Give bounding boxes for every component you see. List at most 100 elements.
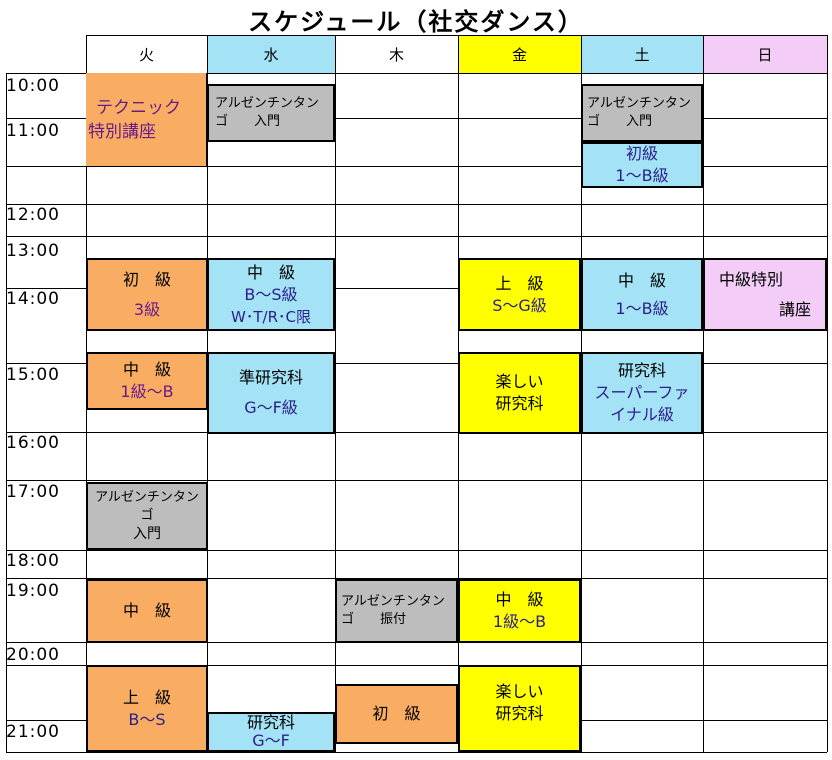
class-block-wed-intermediate[interactable]: 中 級 B～S級 W･T/R･C限 — [207, 258, 335, 331]
class-level: 入門 — [133, 526, 161, 542]
class-level: G～F — [252, 731, 290, 750]
grid-line — [6, 550, 827, 551]
grid-line — [6, 118, 827, 119]
class-name: 準研究科 — [238, 368, 303, 387]
class-level: B～S級 — [244, 284, 298, 304]
class-name: 中 級 — [122, 360, 171, 379]
class-name: 初 級 — [372, 704, 421, 723]
time-label: 15:00 — [6, 365, 60, 385]
time-label: 17:00 — [6, 482, 60, 502]
grid-line — [335, 35, 336, 752]
class-name: 上 級 — [495, 273, 544, 293]
class-level: 1～B級 — [615, 166, 669, 185]
class-block-tue-beginner[interactable]: 初 級 3級 — [86, 258, 208, 331]
class-level: スーパーファ — [594, 383, 690, 402]
class-name: 中級特別 — [719, 269, 784, 289]
class-name: 特別講座 — [88, 121, 156, 142]
grid-line — [6, 204, 827, 205]
time-label: 21:00 — [6, 722, 60, 742]
day-header-wed: 水 — [207, 35, 335, 73]
class-level: ゴ 入門 — [215, 114, 281, 129]
time-label: 10:00 — [6, 76, 60, 96]
class-block-sun-special[interactable]: 中級特別 講座 — [703, 258, 827, 331]
class-level: ゴ 振付 — [341, 612, 407, 627]
grid-line — [6, 578, 827, 579]
class-name: 中 級 — [122, 601, 171, 620]
class-block-thu-beginner[interactable]: 初 級 — [335, 684, 458, 744]
grid-line — [6, 166, 827, 167]
class-name: アルゼンチンタン — [587, 96, 691, 111]
grid-line — [6, 752, 827, 753]
class-name: 中 級 — [495, 590, 544, 609]
class-name: 研究科 — [246, 713, 295, 732]
class-block-wed-pre-research[interactable]: 準研究科 G～F級 — [207, 352, 335, 434]
time-label: 16:00 — [6, 433, 60, 453]
class-name: アルゼンチンタン — [341, 594, 445, 609]
class-name: 研究科 — [617, 361, 666, 380]
class-name: 研究科 — [495, 394, 544, 413]
class-name: 初級 — [625, 144, 658, 163]
grid-line — [86, 35, 827, 36]
class-block-tue-tango[interactable]: アルゼンチンタン ゴ 入門 — [86, 482, 208, 550]
grid-line — [6, 236, 827, 237]
class-note: W･T/R･C限 — [231, 307, 311, 326]
class-block-tue-advanced[interactable]: 上 級 B～S — [86, 665, 208, 752]
time-label: 19:00 — [6, 581, 60, 601]
class-name: テクニック — [96, 97, 181, 118]
class-block-fri-advanced[interactable]: 上 級 S～G級 — [458, 258, 581, 331]
grid-line — [6, 73, 7, 752]
class-block-sat-beginner[interactable]: 初級 1～B級 — [581, 142, 703, 188]
time-label: 20:00 — [6, 645, 60, 665]
grid-line — [6, 432, 827, 433]
class-block-sat-tango[interactable]: アルゼンチンタン ゴ 入門 — [581, 84, 703, 142]
class-block-wed-tango[interactable]: アルゼンチンタン ゴ 入門 — [207, 84, 335, 142]
class-block-fri-fun-research[interactable]: 楽しい 研究科 — [458, 352, 581, 434]
class-block-thu-tango[interactable]: アルゼンチンタン ゴ 振付 — [335, 579, 458, 643]
class-block-sat-intermediate[interactable]: 中 級 1～B級 — [581, 258, 703, 331]
class-block-fri-fun-research-2[interactable]: 楽しい 研究科 — [458, 665, 581, 752]
class-block-tue-intermediate-1b[interactable]: 中 級 1級～B — [86, 352, 208, 410]
class-level: S～G級 — [492, 295, 547, 315]
grid-line — [6, 73, 827, 74]
class-level: イナル級 — [610, 405, 674, 424]
time-label: 11:00 — [6, 121, 60, 141]
class-block-sat-research[interactable]: 研究科 スーパーファ イナル級 — [581, 352, 703, 434]
class-block-tue-intermediate[interactable]: 中 級 — [86, 579, 208, 643]
class-block-fri-intermediate[interactable]: 中 級 1級～B — [458, 579, 581, 643]
time-label: 14:00 — [6, 289, 60, 309]
page-title: スケジュール（社交ダンス） — [248, 8, 584, 36]
class-level: 1～B級 — [615, 298, 669, 318]
class-level: G～F級 — [244, 398, 298, 417]
class-level: 1級～B — [120, 382, 174, 401]
class-name: 中 級 — [617, 270, 666, 290]
class-name: 講座 — [778, 299, 811, 319]
class-name: アルゼンチンタン — [215, 96, 319, 111]
class-name: 中 級 — [246, 262, 295, 282]
day-header-thu: 木 — [388, 45, 404, 64]
class-level: ゴ 入門 — [587, 114, 653, 129]
class-block-wed-research[interactable]: 研究科 G～F — [207, 712, 335, 752]
class-name: 初 級 — [122, 269, 171, 289]
class-name: 楽しい — [495, 682, 544, 701]
class-level: B～S — [128, 709, 166, 729]
grid-line — [827, 35, 828, 752]
class-name: アルゼンチンタン — [95, 490, 199, 505]
time-label: 12:00 — [6, 205, 60, 225]
class-level: 3級 — [133, 299, 161, 319]
grid-line — [6, 363, 827, 364]
time-label: 18:00 — [6, 551, 60, 571]
day-header-fri: 金 — [458, 35, 581, 73]
day-header-tue: 火 — [138, 45, 154, 64]
class-name: 楽しい — [495, 372, 544, 391]
grid-line — [703, 35, 704, 752]
grid-line — [6, 665, 827, 666]
grid-line — [6, 288, 827, 289]
class-block-tue-technique[interactable]: テクニック 特別講座 — [86, 73, 207, 166]
class-level: 1級～B — [492, 612, 547, 631]
class-name: ゴ — [140, 508, 154, 523]
grid-line — [6, 480, 827, 481]
day-header-sun: 日 — [703, 35, 827, 73]
class-name: 研究科 — [495, 704, 544, 723]
day-header-sat: 土 — [581, 35, 703, 73]
